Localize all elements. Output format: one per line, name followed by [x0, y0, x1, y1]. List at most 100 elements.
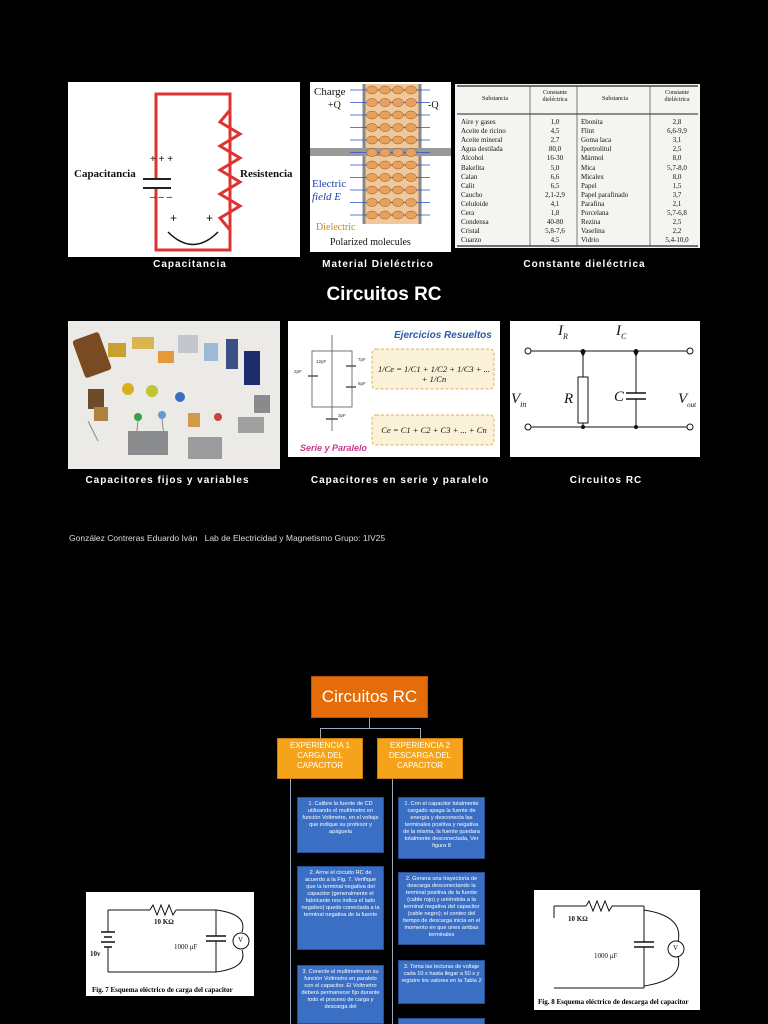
table-cell: 4,1	[550, 199, 560, 208]
polarized-molecule	[405, 198, 417, 207]
polarized-molecule	[366, 135, 378, 145]
vin-label: Vin	[511, 391, 527, 409]
table-cell: Cuarzo	[461, 236, 482, 245]
polarized-molecule	[392, 173, 404, 182]
caption-capacitores-serie: Capacitores en serie y paralelo	[310, 475, 490, 486]
table-cell: 1,0	[550, 118, 560, 126]
table-cell: 5,0	[550, 163, 560, 172]
table-cell: 3,1	[672, 136, 682, 145]
dielectric-diagram: Charge +Q -Q Electric field E Dielectric…	[310, 82, 451, 252]
minus-q-label: -Q	[428, 100, 439, 111]
rc-circuit-svg	[524, 347, 694, 431]
svg-text:+: +	[206, 211, 213, 225]
left-step-3: 3. Conecte el multímetro en su función V…	[297, 965, 384, 1024]
fig7-meter-label: V	[238, 936, 244, 944]
polarized-molecule	[379, 123, 391, 132]
polarized-molecule	[392, 98, 404, 107]
series-formula: 1/Ce = 1/C1 + 1/C2 + 1/C3 + ... + 1/Cn	[378, 364, 490, 384]
polarized-molecule	[366, 98, 378, 107]
polarized-molecule	[379, 85, 391, 95]
fig7-capacitor-label: 1000 μF	[174, 943, 198, 951]
polarized-molecule	[366, 123, 378, 132]
polarized-molecule	[379, 185, 391, 195]
table-cell: Vaselina	[581, 227, 605, 236]
polarized-molecule	[392, 160, 404, 170]
table-header: Substancia	[602, 96, 628, 102]
table-cell: 2,1-2,9	[545, 190, 565, 199]
series-parallel-footer: Serie y Paralelo	[300, 443, 368, 453]
capacitance-circuit-svg: + + + – – – + +	[143, 92, 243, 252]
right-step-3: 3. Toma las lecturas de voltaje cada 10 …	[398, 960, 485, 1004]
polarized-molecule	[405, 123, 417, 132]
right-step-2: 2. Genera una trayectoria de descarga de…	[398, 872, 485, 945]
fig7-source-label: 10v	[90, 950, 101, 958]
table-cell: Calit	[461, 181, 475, 190]
caption-circuitos-rc: Circuitos RC	[569, 475, 643, 486]
polarized-molecule	[392, 85, 404, 95]
table-cell: Porcelana	[581, 209, 609, 217]
electric-field-label-1: Electric	[312, 178, 347, 190]
polarized-molecule	[405, 210, 417, 220]
table-header: Substancia	[482, 96, 508, 102]
svg-text:+: +	[170, 211, 177, 225]
resistance-label: Resistencia	[240, 168, 293, 180]
parallel-formula: Ce = C1 + C2 + C3 + ... + Cn	[381, 425, 487, 435]
table-cell: Celuloide	[461, 199, 489, 208]
dielectric-svg	[310, 84, 451, 224]
cap-label-2: 2pF	[294, 369, 302, 374]
vout-label: Vout	[678, 391, 697, 409]
table-header: Constante dieléctrica	[542, 90, 568, 103]
r-label: R	[564, 391, 574, 407]
fig7-resistor-label: 10 KΩ	[154, 918, 174, 926]
table-cell: Cera	[461, 209, 475, 217]
polarized-molecule	[366, 198, 378, 207]
polarized-molecule	[379, 135, 391, 145]
table-cell: 40-80	[546, 218, 564, 227]
table-cell: Micalex	[581, 172, 604, 181]
table-cell: 2,5	[672, 218, 682, 227]
table-cell: Bakelita	[461, 163, 485, 172]
series-parallel-panel: Ejercicios Resueltos 1/Ce = 1/C1 + 1/C2 …	[288, 321, 500, 457]
fig7-svg	[101, 903, 250, 973]
table-cell: 6,6	[550, 172, 560, 181]
capacitors-photo-svg	[72, 332, 270, 459]
svg-text:– – –: – – –	[150, 192, 173, 203]
left-step-2: 2. Arme el circuito RC de acuerdo a la F…	[297, 866, 384, 950]
polarized-molecule	[379, 173, 391, 182]
table-cell: 1,8	[550, 209, 560, 217]
fig8-capacitor-label: 1000 μF	[594, 952, 618, 960]
svg-text:+ + +: + + +	[150, 154, 173, 165]
table-cell: Aceite de ricino	[461, 127, 506, 136]
polarized-molecule	[366, 148, 378, 157]
table-cell: Aceite mineral	[461, 136, 503, 145]
section-title: Circuitos RC	[326, 284, 442, 305]
dielectric-table-body: Substancia Constante dieléctrica Substanci…	[455, 84, 700, 248]
electric-field-label-2: field E	[312, 191, 342, 203]
polarized-molecule	[379, 148, 391, 157]
mindmap-branch-experiencia-2: EXPERIENCIA 2 DESCARGA DEL CAPACITOR	[377, 738, 463, 779]
plus-q-label: +Q	[328, 100, 341, 111]
table-cell: Flint	[581, 127, 595, 136]
polarized-molecule	[392, 148, 404, 157]
table-cell: Papel	[581, 181, 597, 190]
polarized-molecule	[366, 85, 378, 95]
table-cell: 8,0	[672, 172, 682, 181]
polarized-molecules-label: Polarized molecules	[330, 237, 411, 248]
polarized-molecule	[392, 123, 404, 132]
caption-material-dielectrico: Material Dieléctrico	[322, 259, 434, 270]
table-cell: Parafina	[581, 199, 605, 208]
table-rules	[457, 85, 698, 247]
dielectric-label: Dielectric	[316, 222, 356, 233]
table-cell: 2,7	[550, 136, 560, 145]
table-cell: Papel parafinado	[581, 190, 629, 199]
table-cell: 80,0	[548, 145, 562, 154]
table-cell: 4,5	[550, 236, 560, 245]
polarized-molecule	[392, 135, 404, 145]
polarized-molecule	[379, 110, 391, 120]
table-cell: 6,6-9,9	[667, 127, 687, 136]
ir-label: IR	[558, 323, 568, 341]
ic-label: IC	[616, 323, 627, 341]
polarized-molecule	[392, 210, 404, 220]
table-cell: 2,8	[672, 118, 682, 126]
table-cell: 3,7	[672, 190, 682, 199]
